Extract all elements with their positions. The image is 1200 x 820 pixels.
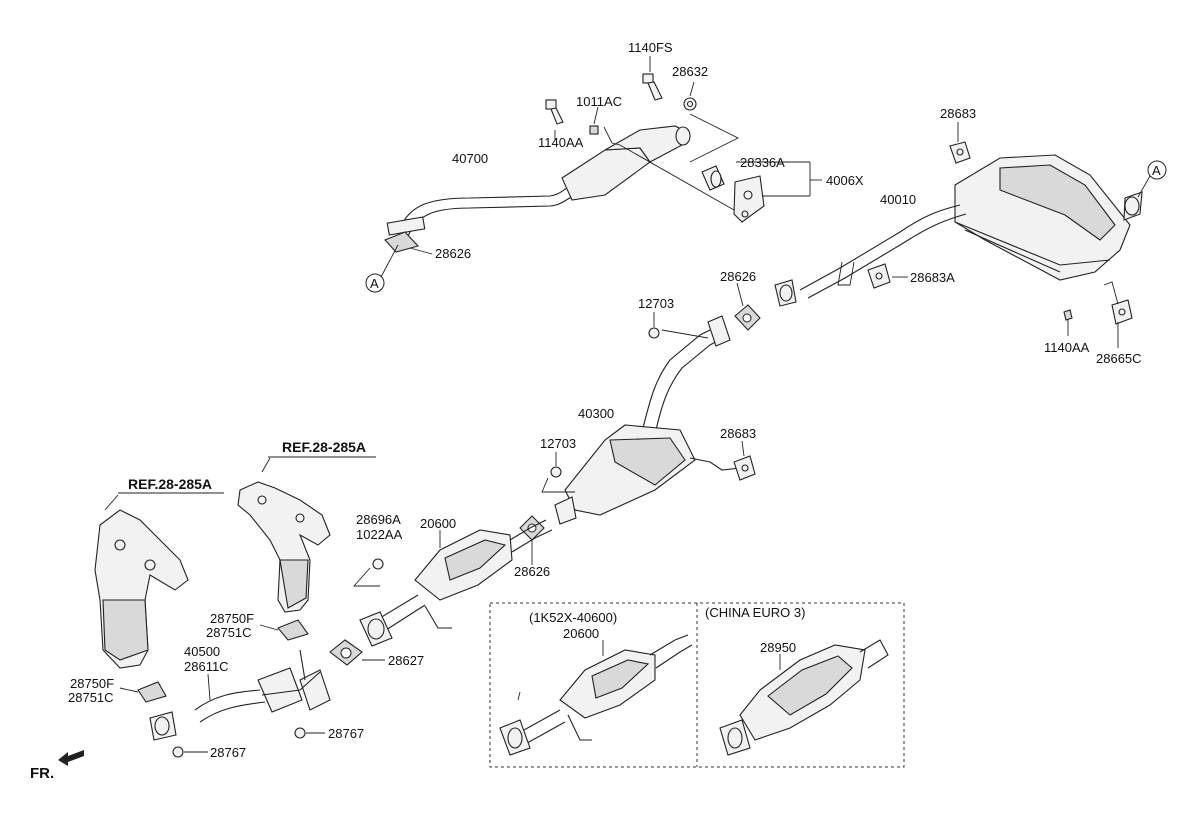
nut-28767-b [294,727,325,739]
label-28696A: 28696A [356,512,401,527]
marker-A-right-label: A [1152,163,1161,178]
label-40010: 40010 [880,192,916,207]
part-40700-tail-pipe [386,125,691,237]
part-20600-variant [499,634,693,756]
label-28683-mid: 28683 [720,426,756,441]
nut-28767-a [172,746,208,758]
front-direction-label: FR. [30,765,54,782]
label-1011AC: 1011AC [576,94,622,109]
rubber-28336A [701,165,725,191]
label-28683A: 28683A [910,270,955,285]
bolt-28696A [352,558,384,587]
part-40500-front-pipe [149,649,331,741]
label-28626-top: 28626 [435,246,471,261]
label-1K52X-40600: (1K52X-40600) [529,610,617,625]
flange-40010-front [774,279,797,307]
gasket-28626-mid [734,282,761,331]
label-12703-mid: 12703 [540,436,576,451]
label-28750F-b: 28750F [70,676,114,691]
label-28665C: 28665C [1096,351,1142,366]
label-12703-top: 12703 [638,296,674,311]
label-1140AA-top: 1140AA [538,135,584,150]
gasket-28750F-a [259,619,309,641]
bracket-4006X [733,161,822,223]
clip-1011AC [589,106,599,135]
label-40300: 40300 [578,406,614,421]
bolt-1140FS [642,56,663,101]
nut-12703-mid [541,452,575,493]
part-40010-main-muffler [799,154,1143,299]
gasket-28750F-b [119,681,167,703]
nut-28632 [683,81,697,111]
label-1022AA: 1022AA [356,527,403,542]
nut-12703-top [648,312,709,339]
label-20600: 20600 [420,516,456,531]
hanger-28683A [837,261,908,289]
label-28750F-a: 28750F [210,611,254,626]
hanger-28683-top [949,122,971,164]
ref-28-285A-left: REF.28-285A [128,476,212,492]
manifold-left-ref [94,494,189,669]
hanger-28683-mid [733,440,756,481]
label-4006X: 4006X [826,173,864,188]
label-20600-variant: 20600 [563,626,599,641]
label-28950: 28950 [760,640,796,655]
part-28950-china-euro3-converter [719,639,889,756]
leader-40500 [207,673,211,701]
label-28767-a: 28767 [210,745,246,760]
label-28611C: 28611C [184,659,229,674]
label-28767-b: 28767 [328,726,364,741]
manifold-right-ref [237,457,331,613]
ref-28-285A-right: REF.28-285A [282,439,366,455]
front-direction-arrow [58,750,84,766]
label-40500: 40500 [184,644,220,659]
marker-A-left-label: A [370,276,379,291]
marker-A-right: A [1137,160,1167,198]
hanger-bracket-40700 [603,113,740,211]
part-40300-center-muffler [554,315,741,525]
label-40700: 40700 [452,151,488,166]
gasket-28626-top [384,231,433,255]
label-28751C-a: 28751C [206,625,252,640]
bolt-1140AA-top [545,99,564,140]
label-28336A: 28336A [740,155,785,170]
part-20600-catalytic-converter [359,519,553,647]
label-28751C-b: 28751C [68,690,114,705]
marker-A-left: A [365,244,399,293]
label-28626-low: 28626 [514,564,550,579]
label-28632: 28632 [672,64,708,79]
label-1140FS: 1140FS [628,40,673,55]
label-china-euro3: (CHINA EURO 3) [705,605,805,620]
label-28627: 28627 [388,653,424,668]
label-28626-mid: 28626 [720,269,756,284]
label-28683-top: 28683 [940,106,976,121]
bracket-28665C [1063,281,1133,348]
gasket-28627 [329,639,385,666]
label-1140AA-right: 1140AA [1044,340,1090,355]
